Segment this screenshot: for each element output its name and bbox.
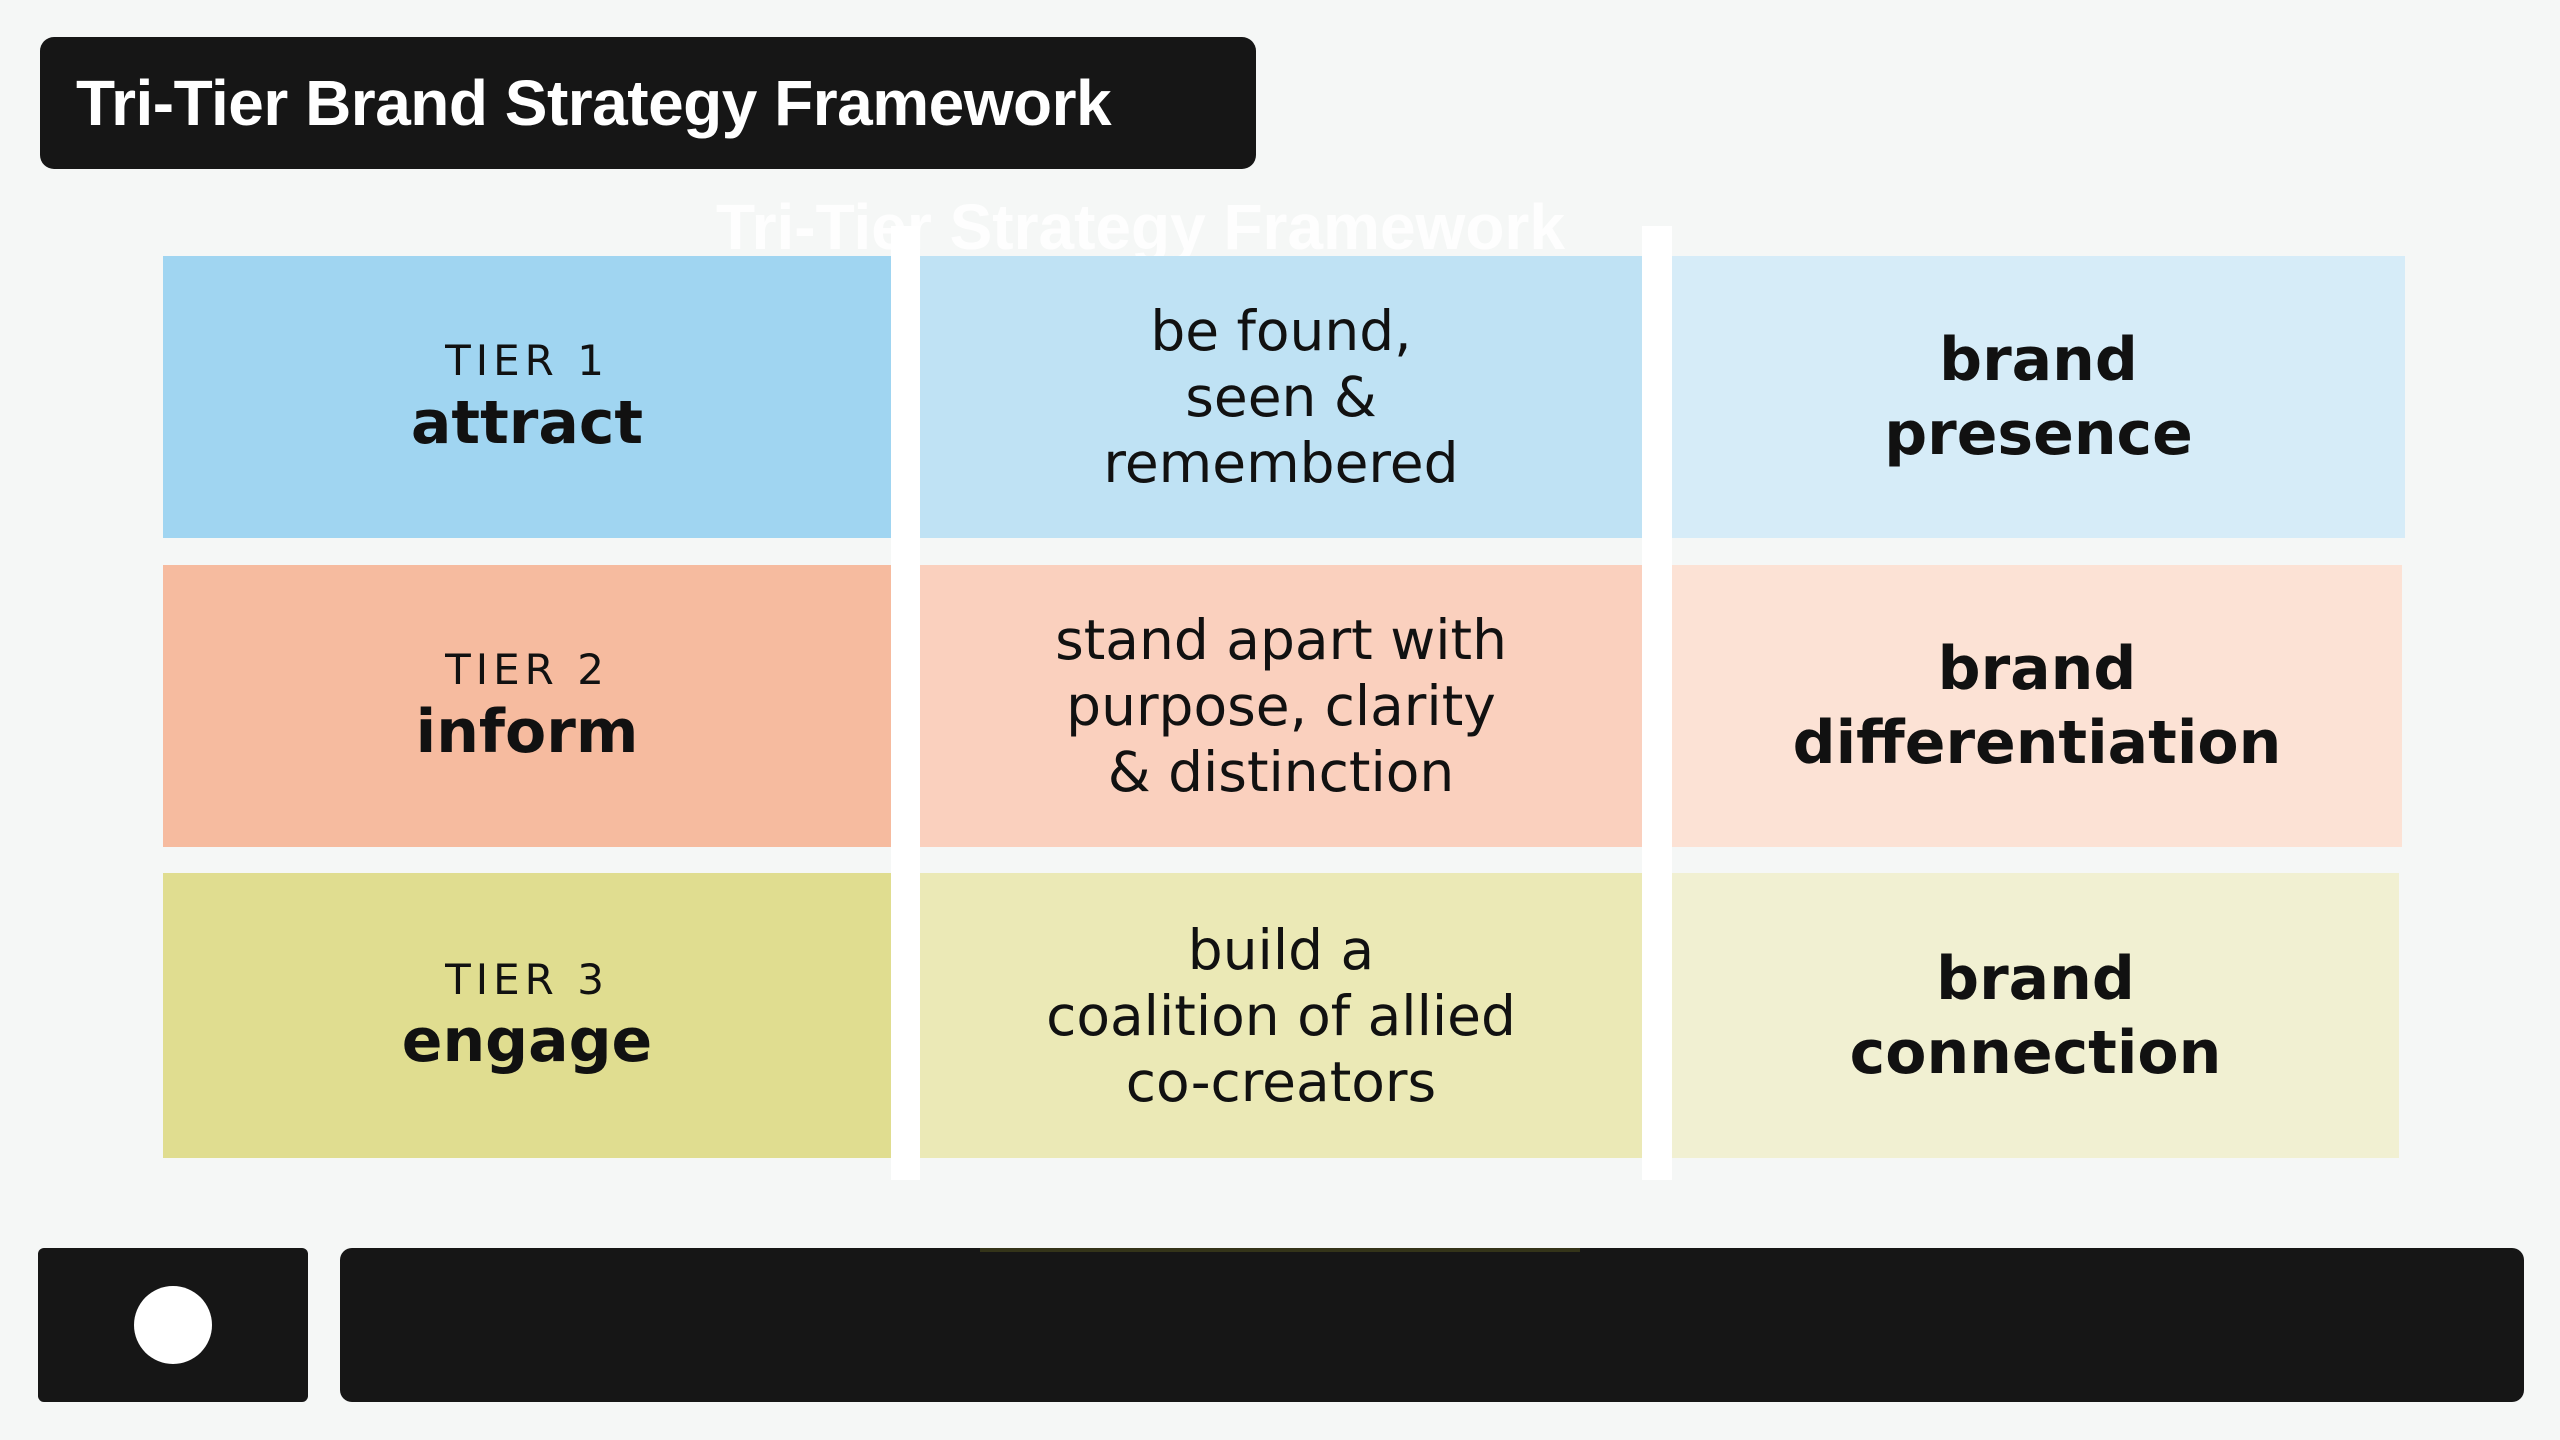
- tier-1-description-line: remembered: [1103, 431, 1459, 495]
- tier-2-name-cell: TIER 2 inform: [163, 565, 891, 847]
- tier-3-description-cell: build a coalition of allied co-creators: [920, 873, 1642, 1158]
- tier-3-outcome-line: brand: [1936, 943, 2135, 1014]
- tier-1-name: attract: [410, 387, 644, 458]
- record-circle-icon: [134, 1286, 212, 1364]
- tier-2-name: inform: [415, 696, 639, 767]
- tier-2-outcome-line: differentiation: [1792, 708, 2282, 778]
- tier-2-outcome-line: brand: [1937, 634, 2137, 704]
- page-title: Tri-Tier Brand Strategy Framework: [76, 67, 1112, 139]
- tier-3-name: engage: [401, 1006, 653, 1077]
- tier-2-description-line: stand apart with: [1055, 608, 1507, 672]
- tier-2-label: TIER 2: [445, 645, 609, 695]
- tier-3-outcome-cell: brand connection: [1672, 873, 2399, 1158]
- tier-1-description-line: be found,: [1150, 299, 1412, 363]
- tier-1-label: TIER 1: [445, 336, 609, 386]
- faded-subtitle: Tri-Tier Strategy Framework: [716, 191, 1565, 263]
- tier-3-description-line: co-creators: [1125, 1049, 1437, 1114]
- tier-1-outcome-line: presence: [1884, 399, 2193, 469]
- tier-1-outcome-line: brand: [1939, 325, 2138, 395]
- tier-3-description-line: build a: [1187, 917, 1375, 982]
- tier-2-outcome-cell: brand differentiation: [1672, 565, 2402, 847]
- tier-3-name-cell: TIER 3 engage: [163, 873, 891, 1158]
- tier-2-description-line: & distinction: [1107, 740, 1455, 804]
- column-divider: [891, 226, 920, 1180]
- record-button[interactable]: [38, 1248, 308, 1402]
- tier-1-outcome-cell: brand presence: [1672, 256, 2405, 538]
- tier-2-description-line: purpose, clarity: [1066, 674, 1496, 738]
- tier-3-description-line: coalition of allied: [1046, 983, 1516, 1048]
- control-bar-highlight: [980, 1248, 1580, 1252]
- title-banner: Tri-Tier Brand Strategy Framework: [40, 37, 1256, 169]
- tier-3-label: TIER 3: [445, 954, 609, 1004]
- tier-1-name-cell: TIER 1 attract: [163, 256, 891, 538]
- tier-1-description-line: seen &: [1185, 365, 1377, 429]
- control-bar[interactable]: [340, 1248, 2524, 1402]
- tier-3-outcome-line: connection: [1849, 1017, 2222, 1088]
- tier-2-description-cell: stand apart with purpose, clarity & dist…: [920, 565, 1642, 847]
- column-divider: [1642, 226, 1672, 1180]
- tier-1-description-cell: be found, seen & remembered: [920, 256, 1642, 538]
